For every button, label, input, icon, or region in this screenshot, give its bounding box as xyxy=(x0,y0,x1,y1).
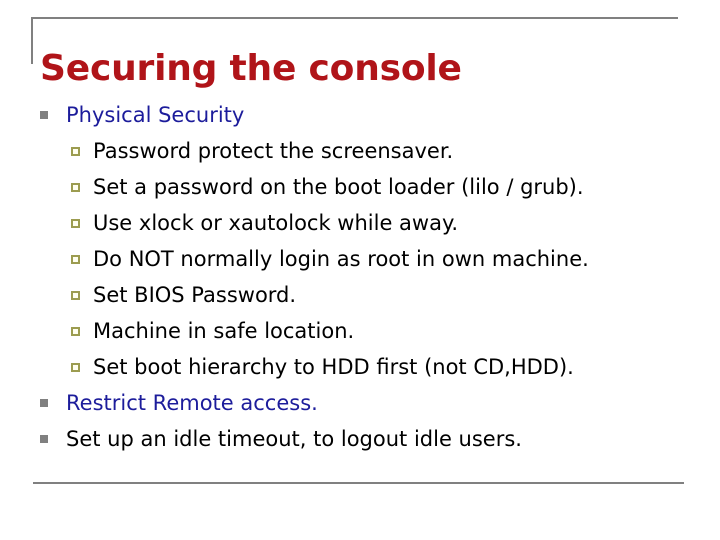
list-item: Set BIOS Password. xyxy=(40,281,688,317)
list-item-label: Set up an idle timeout, to logout idle u… xyxy=(66,427,522,451)
list-item-label: Do NOT normally login as root in own mac… xyxy=(93,247,589,271)
list-item-label: Set a password on the boot loader (lilo … xyxy=(93,175,584,199)
list-item: Set boot hierarchy to HDD first (not CD,… xyxy=(40,353,688,389)
list-item-label: Use xlock or xautolock while away. xyxy=(93,211,459,235)
list-item: Use xlock or xautolock while away. xyxy=(40,209,688,245)
hollow-square-bullet-icon xyxy=(71,219,80,228)
list-item: Do NOT normally login as root in own mac… xyxy=(40,245,688,281)
solid-square-bullet-icon xyxy=(40,435,48,443)
page-title: Securing the console xyxy=(40,48,462,90)
list-item-label: Restrict Remote access. xyxy=(66,391,318,415)
hollow-square-bullet-icon xyxy=(71,363,80,372)
list-item-label: Set boot hierarchy to HDD first (not CD,… xyxy=(93,355,574,379)
list-item-label: Password protect the screensaver. xyxy=(93,139,454,163)
solid-square-bullet-icon xyxy=(40,399,48,407)
footer-rule xyxy=(33,482,684,484)
hollow-square-bullet-icon xyxy=(71,327,80,336)
hollow-square-bullet-icon xyxy=(71,147,80,156)
hollow-square-bullet-icon xyxy=(71,183,80,192)
list-item-label: Physical Security xyxy=(66,103,245,127)
solid-square-bullet-icon xyxy=(40,111,48,119)
list-item-label: Machine in safe location. xyxy=(93,319,355,343)
hollow-square-bullet-icon xyxy=(71,291,80,300)
title-left-rule xyxy=(31,17,33,64)
list-item: Restrict Remote access. xyxy=(40,389,688,425)
list-item: Password protect the screensaver. xyxy=(40,137,688,173)
hollow-square-bullet-icon xyxy=(71,255,80,264)
list-item: Set up an idle timeout, to logout idle u… xyxy=(40,425,688,461)
title-top-rule xyxy=(31,17,678,19)
list-item: Physical Security xyxy=(40,101,688,137)
list-item: Machine in safe location. xyxy=(40,317,688,353)
list-item-label: Set BIOS Password. xyxy=(93,283,297,307)
list-item: Set a password on the boot loader (lilo … xyxy=(40,173,688,209)
